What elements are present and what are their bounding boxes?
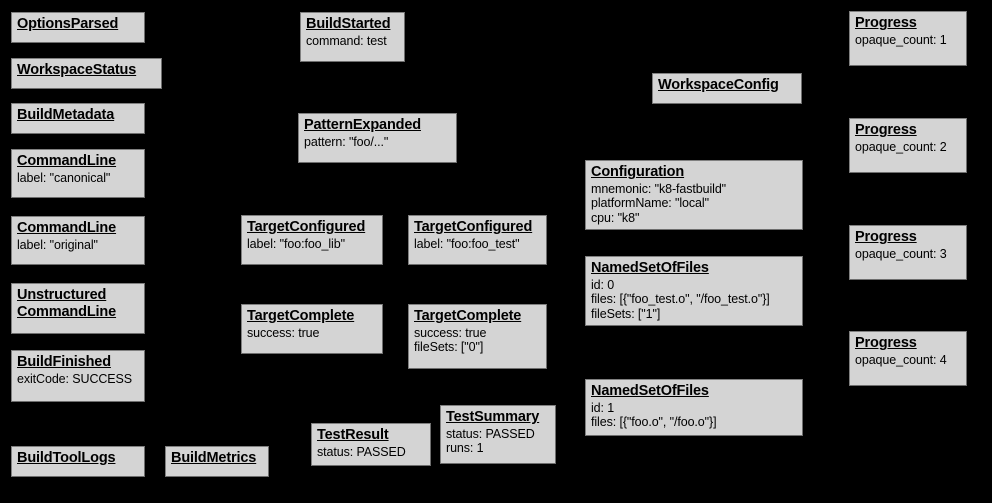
node-field: runs: 1 [446, 441, 484, 456]
node-target-configured-foo-test[interactable]: TargetConfigured label: "foo:foo_test" [408, 215, 547, 265]
node-field: success: true [414, 325, 487, 340]
node-field: opaque_count: 1 [855, 32, 947, 47]
node-title: CommandLine [17, 220, 117, 236]
node-title: NamedSetOfFiles [591, 383, 709, 399]
node-title: TargetConfigured [247, 219, 366, 235]
node-field: label: "canonical" [17, 170, 111, 185]
node-field: opaque_count: 2 [855, 139, 947, 154]
node-title: BuildToolLogs [17, 450, 116, 466]
node-title: Progress [855, 122, 917, 138]
node-fields: success: true fileSets: ["0"] [414, 326, 541, 355]
node-title: Unstructured CommandLine [17, 287, 117, 320]
node-named-set-of-files-0[interactable]: NamedSetOfFiles id: 0 files: [{"foo_test… [585, 256, 803, 326]
node-target-complete-test[interactable]: TargetComplete success: true fileSets: [… [408, 304, 547, 369]
node-field: opaque_count: 4 [855, 352, 947, 367]
node-named-set-of-files-1[interactable]: NamedSetOfFiles id: 1 files: [{"foo.o", … [585, 379, 803, 436]
node-field: fileSets: ["0"] [414, 340, 484, 355]
node-title: TargetComplete [414, 308, 522, 324]
node-test-summary[interactable]: TestSummary status: PASSED runs: 1 [440, 405, 556, 464]
node-fields: success: true [247, 326, 377, 341]
node-field: opaque_count: 3 [855, 246, 947, 261]
node-progress-1[interactable]: Progress opaque_count: 1 [849, 11, 967, 66]
node-target-configured-foo-lib[interactable]: TargetConfigured label: "foo:foo_lib" [241, 215, 383, 265]
node-title: BuildStarted [306, 16, 391, 32]
node-fields: status: PASSED [317, 445, 425, 460]
node-workspace-config[interactable]: WorkspaceConfig [652, 73, 802, 104]
node-field: label: "foo:foo_test" [414, 236, 520, 251]
node-fields: exitCode: SUCCESS [17, 372, 139, 387]
node-field: cpu: "k8" [591, 210, 640, 225]
node-build-tool-logs[interactable]: BuildToolLogs [11, 446, 145, 477]
node-title: PatternExpanded [304, 117, 421, 133]
node-fields: label: "canonical" [17, 171, 139, 186]
node-workspace-status[interactable]: WorkspaceStatus [11, 58, 162, 89]
node-fields: opaque_count: 1 [855, 33, 961, 48]
node-field: mnemonic: "k8-fastbuild" [591, 181, 727, 196]
node-title: OptionsParsed [17, 16, 119, 32]
node-title: Progress [855, 335, 917, 351]
node-field: platformName: "local" [591, 196, 709, 211]
node-build-metrics[interactable]: BuildMetrics [165, 446, 269, 477]
node-fields: command: test [306, 34, 399, 49]
node-title: Configuration [591, 164, 685, 180]
node-field: id: 1 [591, 400, 615, 415]
node-field: files: [{"foo.o", "/foo.o"}] [591, 415, 717, 430]
node-fields: label: "foo:foo_test" [414, 237, 541, 252]
node-field: label: "foo:foo_lib" [247, 236, 345, 251]
node-fields: id: 1 files: [{"foo.o", "/foo.o"}] [591, 401, 797, 430]
node-fields: mnemonic: "k8-fastbuild" platformName: "… [591, 182, 797, 226]
node-progress-2[interactable]: Progress opaque_count: 2 [849, 118, 967, 173]
node-test-result[interactable]: TestResult status: PASSED [311, 423, 431, 466]
node-build-finished[interactable]: BuildFinished exitCode: SUCCESS [11, 350, 145, 402]
node-title: CommandLine [17, 153, 117, 169]
node-title: WorkspaceConfig [658, 77, 779, 93]
node-title: Progress [855, 15, 917, 31]
node-field: success: true [247, 325, 320, 340]
node-target-complete-lib[interactable]: TargetComplete success: true [241, 304, 383, 354]
node-title: BuildMetrics [171, 450, 257, 466]
node-fields: pattern: "foo/..." [304, 135, 451, 150]
node-fields: opaque_count: 4 [855, 353, 961, 368]
node-field: status: PASSED [446, 426, 535, 441]
node-title: Progress [855, 229, 917, 245]
node-field: fileSets: ["1"] [591, 306, 661, 321]
node-command-line-original[interactable]: CommandLine label: "original" [11, 216, 145, 265]
node-fields: opaque_count: 2 [855, 140, 961, 155]
node-field: exitCode: SUCCESS [17, 371, 133, 386]
node-field: command: test [306, 33, 387, 48]
node-configuration[interactable]: Configuration mnemonic: "k8-fastbuild" p… [585, 160, 803, 230]
node-build-started[interactable]: BuildStarted command: test [300, 12, 405, 62]
node-build-metadata[interactable]: BuildMetadata [11, 103, 145, 134]
node-fields: opaque_count: 3 [855, 247, 961, 262]
node-title: TargetComplete [247, 308, 355, 324]
node-field: status: PASSED [317, 444, 406, 459]
node-title: TestResult [317, 427, 389, 443]
node-fields: status: PASSED runs: 1 [446, 427, 550, 456]
node-fields: label: "original" [17, 238, 139, 253]
node-field: pattern: "foo/..." [304, 134, 389, 149]
node-options-parsed[interactable]: OptionsParsed [11, 12, 145, 43]
node-progress-4[interactable]: Progress opaque_count: 4 [849, 331, 967, 386]
node-field: id: 0 [591, 277, 615, 292]
node-title: NamedSetOfFiles [591, 260, 709, 276]
node-command-line-canonical[interactable]: CommandLine label: "canonical" [11, 149, 145, 198]
node-unstructured-command-line[interactable]: Unstructured CommandLine [11, 283, 145, 334]
node-field: files: [{"foo_test.o", "/foo_test.o"}] [591, 292, 770, 307]
node-field: label: "original" [17, 237, 98, 252]
node-fields: label: "foo:foo_lib" [247, 237, 377, 252]
node-title: BuildMetadata [17, 107, 115, 123]
node-fields: id: 0 files: [{"foo_test.o", "/foo_test.… [591, 278, 797, 322]
node-progress-3[interactable]: Progress opaque_count: 3 [849, 225, 967, 280]
node-title: BuildFinished [17, 354, 111, 370]
node-title: WorkspaceStatus [17, 62, 137, 78]
node-title: TargetConfigured [414, 219, 533, 235]
node-title: TestSummary [446, 409, 540, 425]
node-pattern-expanded[interactable]: PatternExpanded pattern: "foo/..." [298, 113, 457, 163]
